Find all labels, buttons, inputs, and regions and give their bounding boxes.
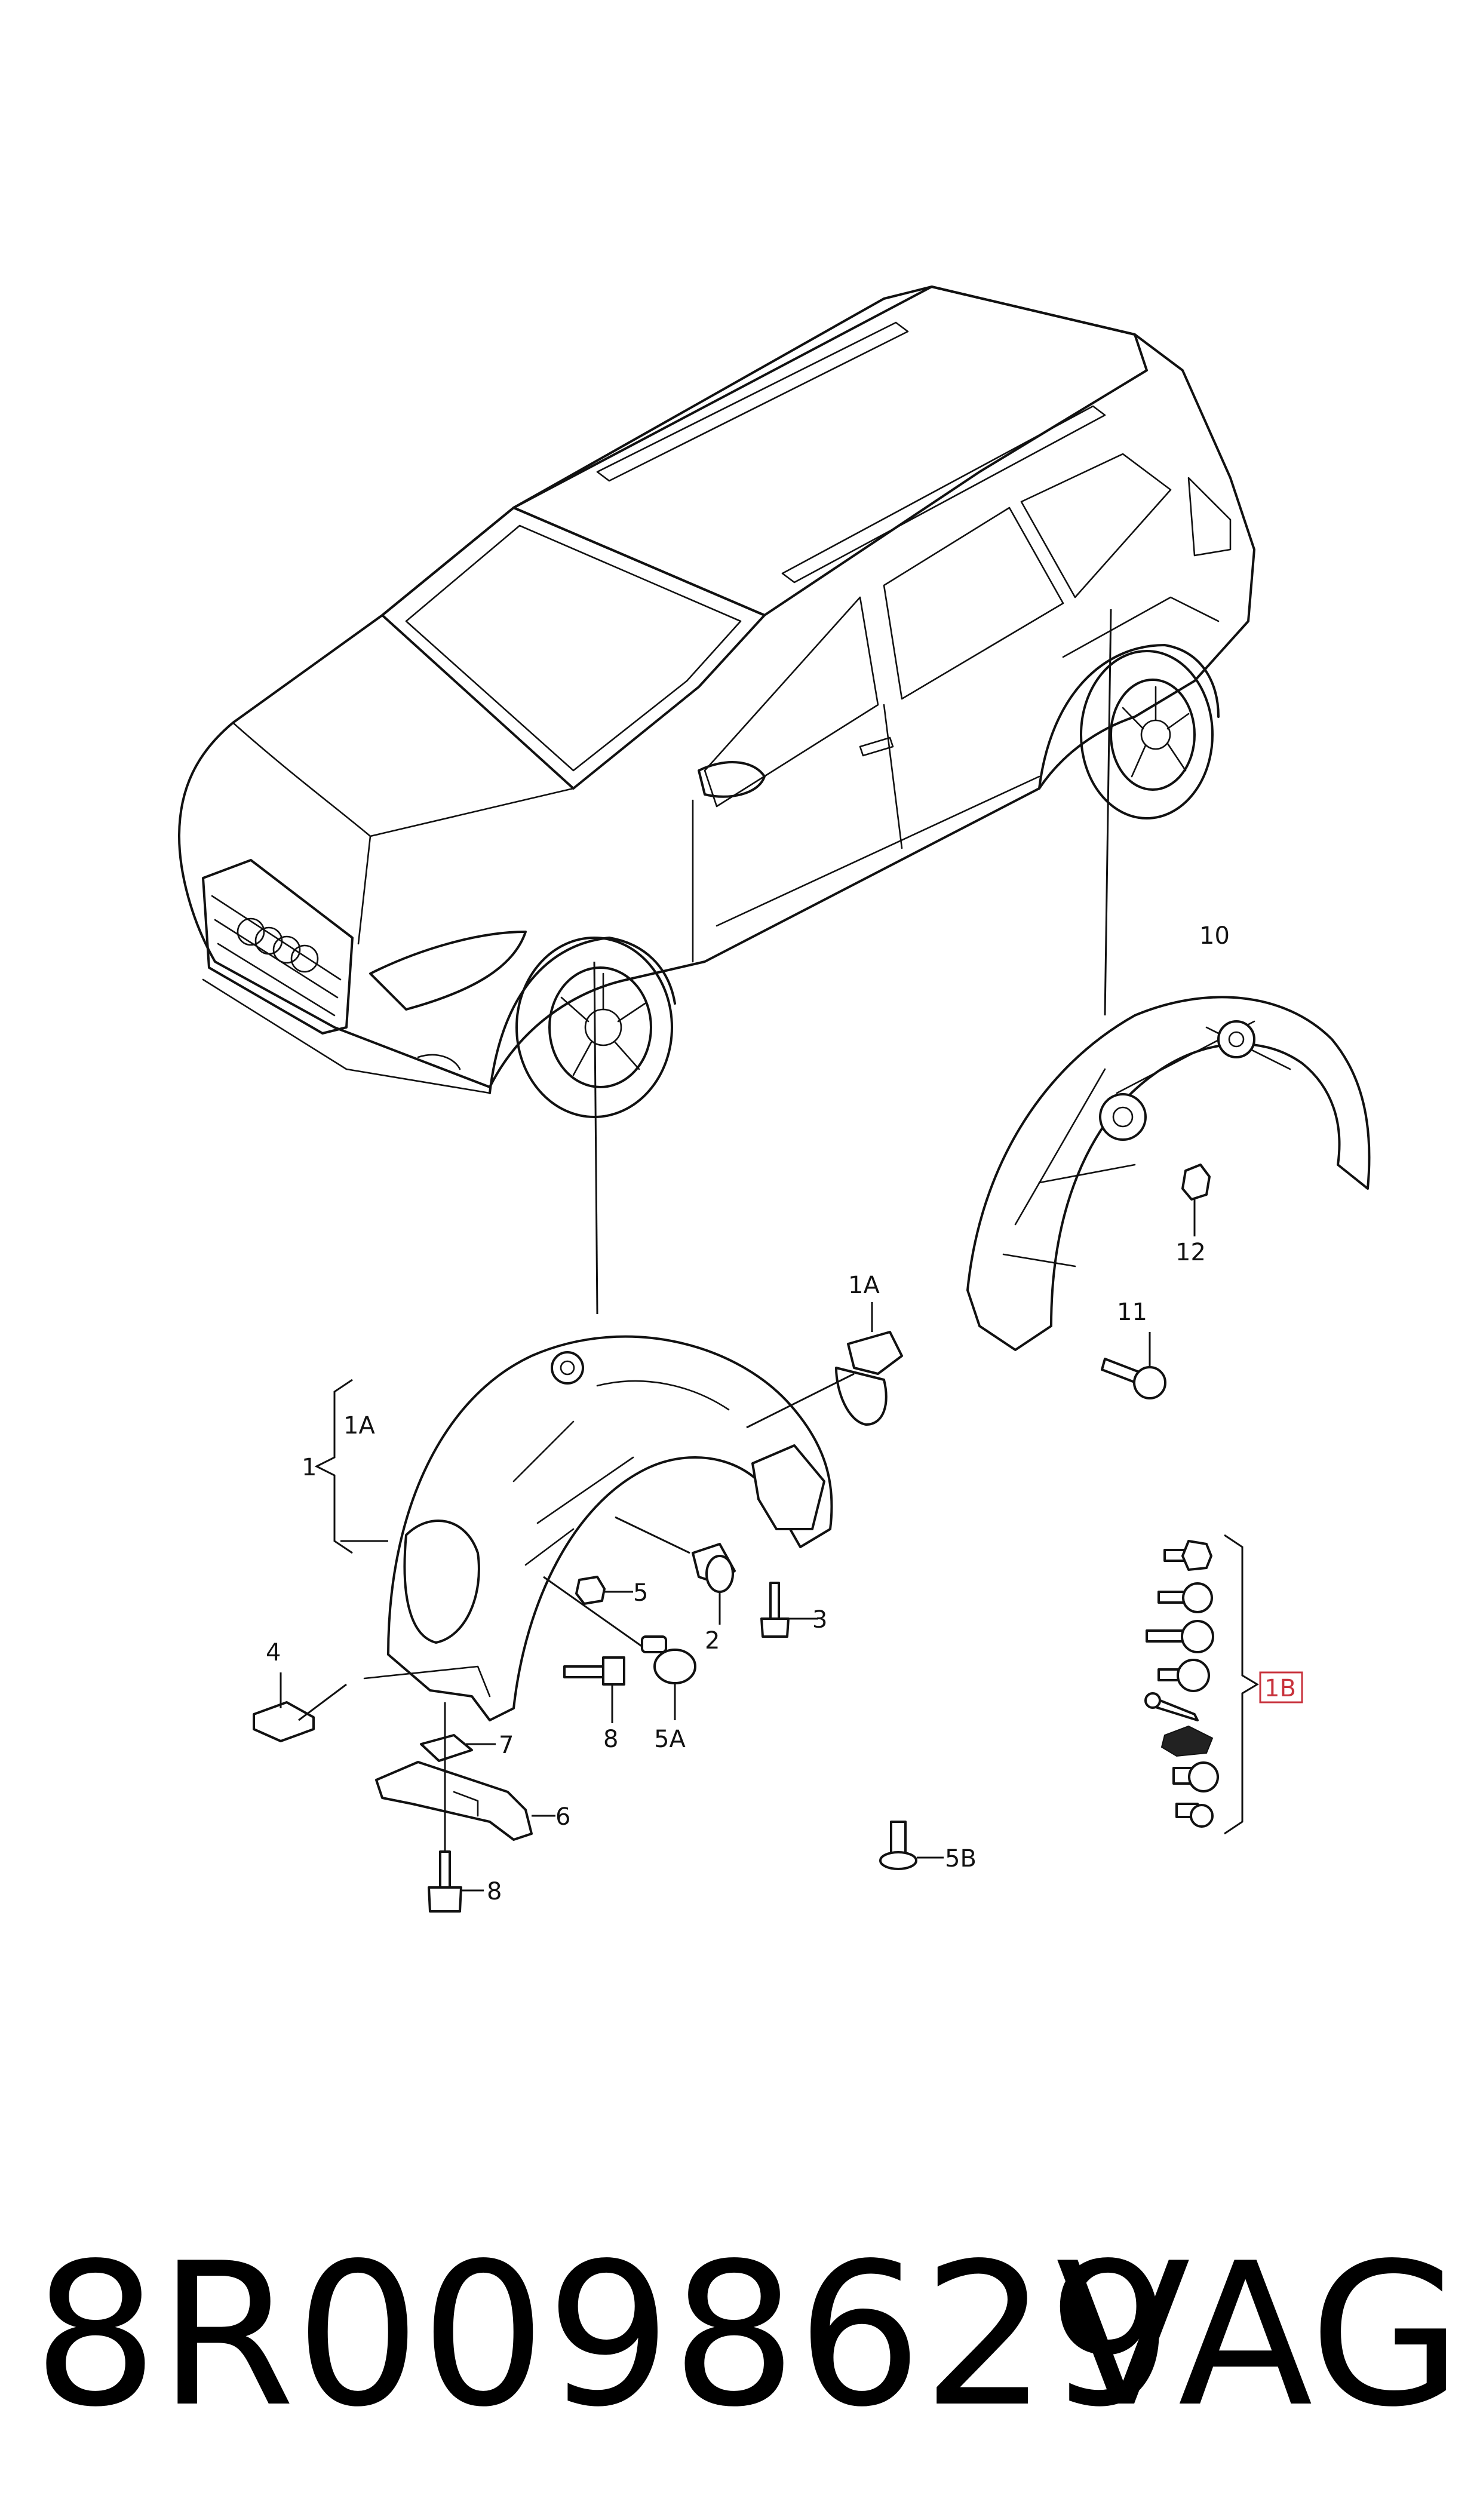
callout-5B: 5B (945, 1845, 977, 1873)
clip-5A (543, 1576, 696, 1720)
nut-12 (1181, 1164, 1211, 1236)
callout-3: 3 (812, 1606, 827, 1634)
part-number: 8R0098629 (33, 2221, 1173, 2450)
callout-7: 7 (499, 1732, 514, 1759)
callout-box-1B (1259, 1671, 1303, 1703)
callout-4: 4 (266, 1639, 281, 1666)
callout-10: 10 (1199, 922, 1230, 950)
screw-11 (1101, 1332, 1166, 1399)
callout-6: 6 (555, 1803, 570, 1831)
callout-5: 5 (633, 1579, 648, 1607)
fastener-clip-e (1144, 1692, 1199, 1721)
callout-8-lower: 8 (487, 1878, 502, 1905)
brand-name: VAG (1055, 2221, 1462, 2450)
callout-1B: 1B (1264, 1675, 1296, 1702)
speed-nut-4 (253, 1672, 347, 1742)
callout-1A-left: 1A (343, 1412, 375, 1439)
bracket-1B (1224, 1534, 1259, 1835)
fastener-set-1B (1144, 1534, 1303, 1835)
front-wheel-housing-liner (363, 1335, 833, 1721)
clip-2 (615, 1516, 736, 1625)
fastener-clip-f (1160, 1725, 1214, 1757)
fastener-bolt-a (1163, 1540, 1212, 1571)
rear-wheel-housing-liner (966, 996, 1371, 1351)
clip-7 (420, 1702, 496, 1870)
bracket-1A (746, 1302, 903, 1429)
fastener-bolt-d (1157, 1659, 1210, 1692)
callout-5A: 5A (654, 1726, 686, 1753)
bolt-8-upper (563, 1656, 625, 1723)
callout-1A-top: 1A (848, 1272, 880, 1299)
callout-8-upper: 8 (603, 1726, 618, 1753)
callout-12: 12 (1175, 1239, 1206, 1266)
bolt-8-lower (428, 1850, 484, 1913)
fastener-bolt-c (1146, 1620, 1214, 1653)
bracket-1 (314, 1379, 353, 1554)
nut-5 (575, 1576, 633, 1605)
callout-2: 2 (705, 1627, 720, 1655)
callout-11: 11 (1117, 1299, 1147, 1326)
fastener-bolt-b (1157, 1582, 1213, 1613)
fastener-clip-h (1175, 1803, 1214, 1828)
callout-1: 1 (302, 1454, 317, 1481)
leader-rear-wheel (1104, 609, 1112, 1016)
vehicle-illustration (178, 286, 1255, 1118)
fastener-rivet-g (1172, 1761, 1219, 1792)
stud-5B (879, 1821, 944, 1870)
bracket-6 (375, 1761, 555, 1841)
screw-3 (760, 1582, 818, 1638)
leader-front-wheel (593, 961, 598, 1315)
